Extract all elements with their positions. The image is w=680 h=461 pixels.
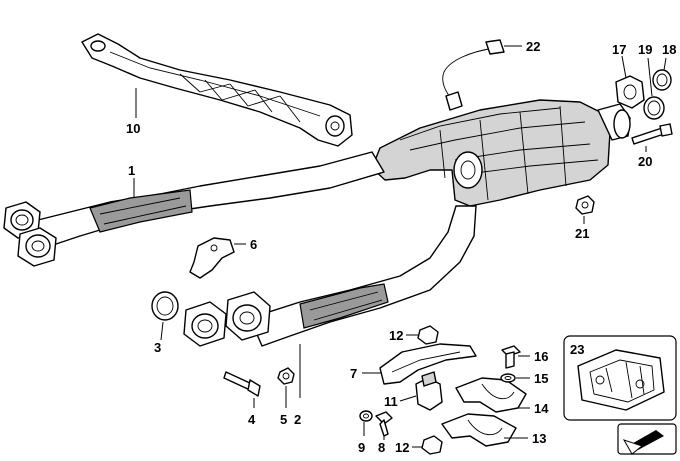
callout-6: 6 bbox=[250, 237, 257, 252]
callout-18: 18 bbox=[662, 42, 676, 57]
screw[interactable] bbox=[375, 411, 393, 437]
callout-12-lower: 12 bbox=[395, 440, 409, 455]
callout-1: 1 bbox=[128, 163, 135, 178]
callout-4: 4 bbox=[248, 412, 256, 427]
pipe-clamp-lower[interactable] bbox=[441, 413, 517, 447]
callout-12-upper: 12 bbox=[389, 328, 403, 343]
main-muffler-assembly[interactable] bbox=[371, 99, 631, 207]
exhaust-ring[interactable] bbox=[652, 69, 672, 91]
front-exhaust-pipe-upper[interactable] bbox=[29, 151, 385, 247]
hex-nut[interactable] bbox=[277, 367, 295, 385]
callout-5: 5 bbox=[280, 412, 287, 427]
pipe-hanger-bracket[interactable] bbox=[189, 237, 235, 279]
callout-15: 15 bbox=[534, 371, 548, 386]
flange-nut-upper[interactable] bbox=[417, 325, 439, 345]
callout-11: 11 bbox=[384, 394, 398, 409]
callout-9: 9 bbox=[358, 440, 365, 455]
washer[interactable] bbox=[359, 410, 373, 422]
callout-8: 8 bbox=[378, 440, 385, 455]
callout-17: 17 bbox=[612, 42, 626, 57]
callout-10: 10 bbox=[126, 121, 140, 136]
front-flange-pair[interactable] bbox=[3, 201, 57, 267]
rear-flange-pair[interactable] bbox=[183, 291, 271, 347]
callout-13: 13 bbox=[532, 431, 546, 446]
oxygen-sensor[interactable] bbox=[442, 39, 505, 111]
callout-19: 19 bbox=[638, 42, 652, 57]
hex-bolt[interactable] bbox=[223, 371, 261, 397]
flange-bolt[interactable] bbox=[631, 123, 673, 145]
orientation-arrow-box bbox=[617, 423, 677, 455]
mount-bolt[interactable] bbox=[501, 345, 521, 369]
pipe-clamp-upper[interactable] bbox=[455, 377, 527, 413]
flange-nut-lower[interactable] bbox=[421, 435, 443, 455]
callout-21: 21 bbox=[575, 226, 589, 241]
gasket-ring[interactable] bbox=[151, 291, 179, 321]
rubber-mount[interactable] bbox=[415, 371, 443, 411]
callout-3: 3 bbox=[154, 340, 161, 355]
drain-plug[interactable] bbox=[575, 195, 595, 215]
flange-gasket[interactable] bbox=[615, 75, 645, 109]
callout-2: 2 bbox=[294, 412, 301, 427]
support-crossmember[interactable] bbox=[379, 343, 477, 385]
reinforcement-bracket[interactable] bbox=[81, 33, 353, 147]
callout-16: 16 bbox=[534, 349, 548, 364]
spring-washer[interactable] bbox=[500, 373, 516, 383]
callout-22: 22 bbox=[526, 39, 540, 54]
callout-20: 20 bbox=[638, 154, 652, 169]
inset-part-23[interactable] bbox=[563, 335, 677, 421]
front-exhaust-pipe-lower[interactable] bbox=[249, 205, 477, 347]
seal-ring[interactable] bbox=[643, 96, 665, 120]
callout-14: 14 bbox=[534, 401, 549, 416]
callout-7: 7 bbox=[350, 366, 357, 381]
callout-23: 23 bbox=[570, 342, 584, 357]
